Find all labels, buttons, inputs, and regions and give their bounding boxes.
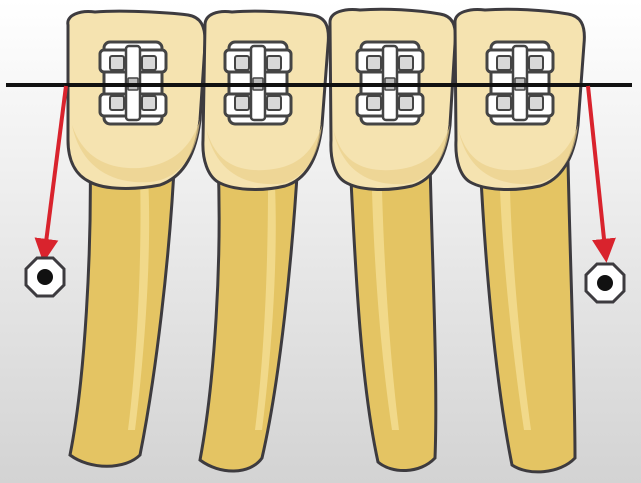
- anchor-screw-right: [586, 264, 624, 302]
- anchor-core: [37, 269, 53, 285]
- anchor-screw-left: [26, 258, 64, 296]
- anchor-core: [597, 275, 613, 291]
